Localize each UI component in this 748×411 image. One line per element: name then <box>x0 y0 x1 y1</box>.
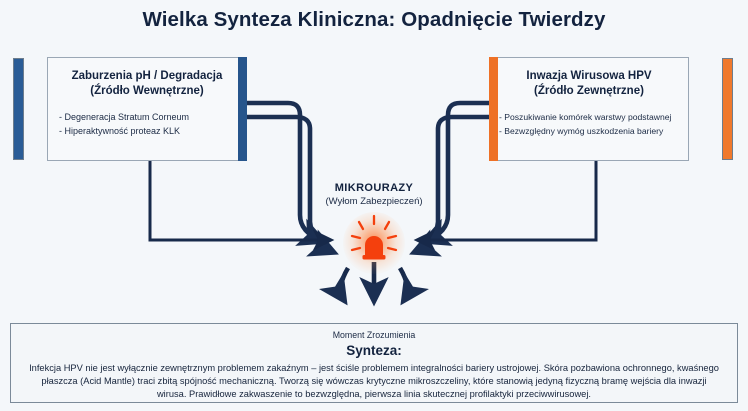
alarm-dome <box>365 236 383 256</box>
right-box-accent-bar <box>489 57 498 161</box>
source-box-external: Inwazja Wirusowa HPV (Źródło Zewnętrzne)… <box>489 57 689 161</box>
alarm-siren-icon <box>343 212 405 274</box>
left-box-title-line2: (Źródło Wewnętrzne) <box>90 85 204 97</box>
left-box-bullet-1: - Degeneracja Stratum Corneum <box>59 112 190 122</box>
microtrauma-label: MIKROURAZY <box>334 182 414 194</box>
alarm-base <box>362 255 386 260</box>
right-box-bullet-1: - Poszukiwanie komórek warstwy podstawne… <box>499 112 672 122</box>
right-curved-connectors <box>409 100 489 257</box>
alarm-rays <box>350 214 398 252</box>
moment-label: Moment Zrozumienia <box>332 330 416 340</box>
microtrauma-sublabel: (Wyłom Zabezpieczeń) <box>325 196 423 207</box>
right-box-title-line2: (Źródło Zewnętrzne) <box>534 85 644 97</box>
left-curved-connectors <box>247 100 339 257</box>
left-box-title-line1: Zaburzenia pH / Degradacja <box>71 70 223 82</box>
right-box-title-line1: Inwazja Wirusowa HPV <box>526 70 652 82</box>
left-box-title: Zaburzenia pH / Degradacja (Źródło Wewnę… <box>48 69 246 99</box>
right-edge-accent-bar <box>722 58 733 160</box>
synthesis-panel: Moment Zrozumienia Synteza: Infekcja HPV… <box>10 323 738 403</box>
page-title: Wielka Synteza Kliniczna: Opadnięcie Twi… <box>142 8 606 31</box>
synthesis-heading: Synteza: <box>346 343 402 358</box>
left-edge-accent-bar <box>13 58 24 160</box>
left-box-accent-bar <box>238 57 247 161</box>
source-box-internal: Zaburzenia pH / Degradacja (Źródło Wewnę… <box>47 57 247 161</box>
right-box-title: Inwazja Wirusowa HPV (Źródło Zewnętrzne) <box>490 69 688 99</box>
left-box-bullet-2: - Hiperaktywność proteaz KLK <box>59 126 181 136</box>
synthesis-body: Infekcja HPV nie jest wyłącznie zewnętrz… <box>29 363 719 400</box>
left-box-bullets: - Degeneracja Stratum Corneum - Hiperakt… <box>48 110 246 138</box>
right-box-bullets: - Poszukiwanie komórek warstwy podstawne… <box>490 110 688 138</box>
right-box-bullet-2: - Bezwzględny wymóg uszkodzenia bariery <box>499 126 664 136</box>
